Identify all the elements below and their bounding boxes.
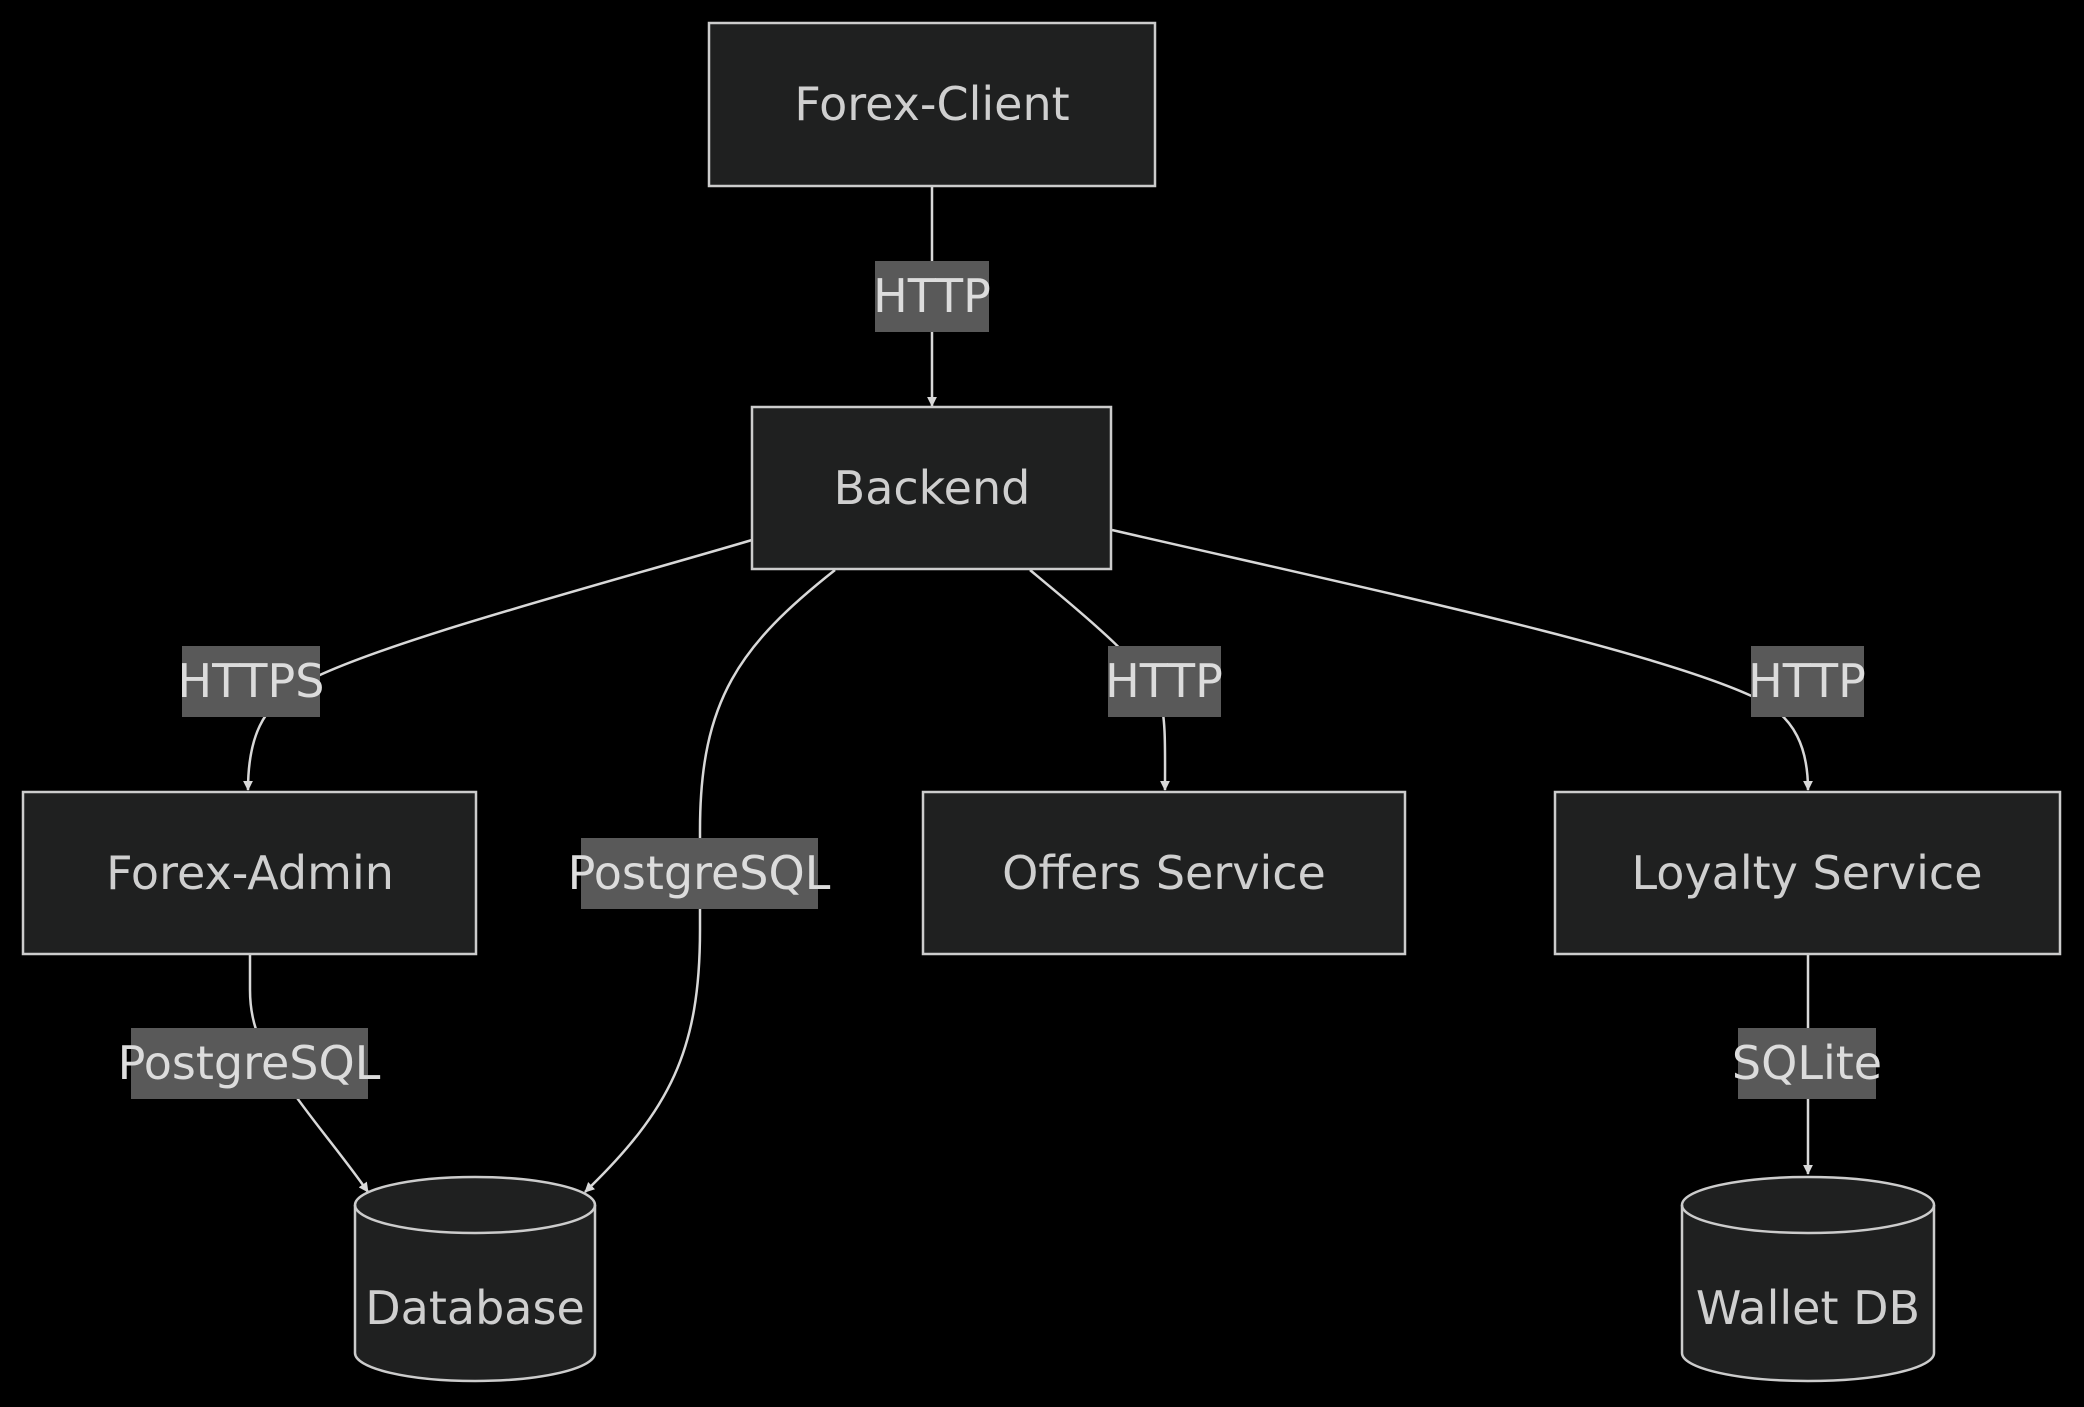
node-forex-client[interactable]: Forex-Client <box>707 21 1157 188</box>
edge-label-text: PostgreSQL <box>118 1036 381 1090</box>
edge-label-text: PostgreSQL <box>568 846 831 900</box>
edge-label-text: HTTP <box>1748 654 1866 708</box>
edge-label-loyalty-walletdb: SQLite <box>1732 1028 1882 1099</box>
edge-labels: HTTP HTTPS PostgreSQL HTTP HTTP PostgreS… <box>118 261 1882 1099</box>
node-label: Database <box>365 1281 585 1335</box>
node-wallet-db[interactable]: Wallet DB <box>1680 1175 1936 1383</box>
node-loyalty-service[interactable]: Loyalty Service <box>1553 790 2062 956</box>
node-database[interactable]: Database <box>353 1175 597 1383</box>
nodes: Forex-Client Backend Forex-Admin Offers … <box>21 21 2062 1383</box>
node-offers-service[interactable]: Offers Service <box>921 790 1407 956</box>
edges <box>243 187 1813 1193</box>
node-label: Forex-Admin <box>106 846 394 900</box>
edge-backend-admin <box>243 538 753 791</box>
node-label: Offers Service <box>1002 846 1326 900</box>
node-label: Forex-Client <box>794 77 1069 131</box>
node-backend[interactable]: Backend <box>750 405 1113 571</box>
edge-label-backend-offers: HTTP <box>1105 646 1223 717</box>
edge-label-text: HTTPS <box>178 654 325 708</box>
node-label: Loyalty Service <box>1631 846 1982 900</box>
edge-label-text: HTTP <box>1105 654 1223 708</box>
node-forex-admin[interactable]: Forex-Admin <box>21 790 478 956</box>
edge-backend-loyalty <box>1111 528 1813 791</box>
edge-label-text: HTTP <box>873 269 991 323</box>
edge-label-backend-admin: HTTPS <box>178 646 325 717</box>
edge-label-client-backend: HTTP <box>873 261 991 332</box>
edge-label-admin-database: PostgreSQL <box>118 1028 381 1099</box>
edge-label-text: SQLite <box>1732 1036 1882 1090</box>
node-label: Backend <box>834 461 1031 515</box>
edge-label-backend-database: PostgreSQL <box>568 838 831 909</box>
node-label: Wallet DB <box>1696 1281 1920 1335</box>
edge-label-backend-loyalty: HTTP <box>1748 646 1866 717</box>
